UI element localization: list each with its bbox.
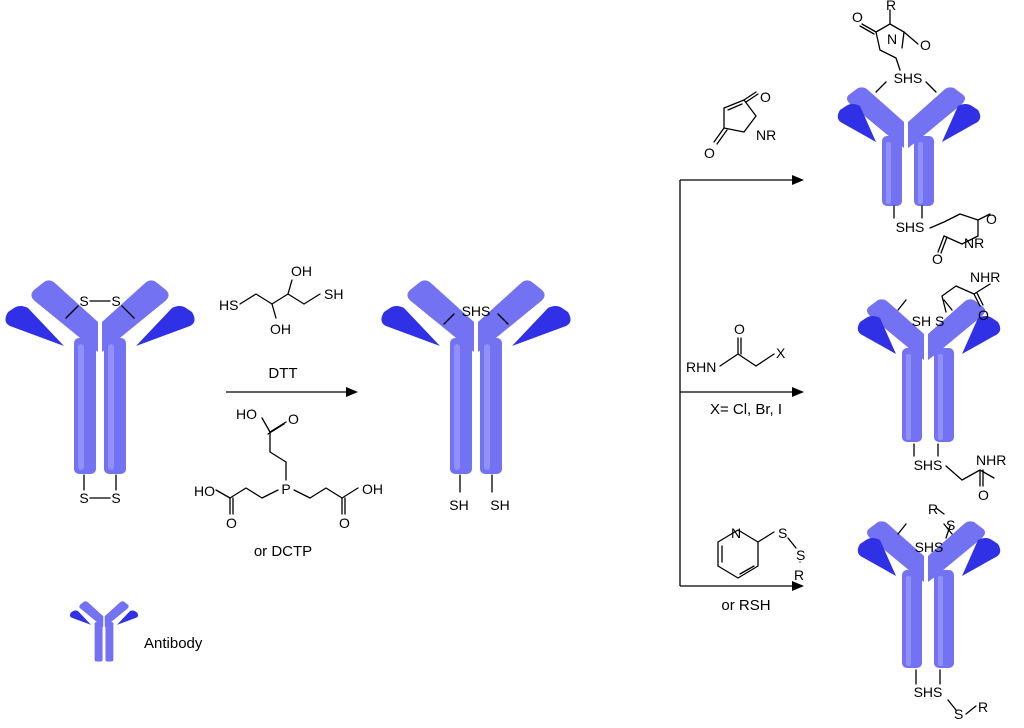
legend: Antibody bbox=[69, 601, 203, 662]
dctp-o-top: O bbox=[288, 411, 299, 427]
p2-bottom-shs: SHS bbox=[914, 457, 943, 473]
p1-top-o-left: O bbox=[852, 9, 863, 25]
ab2-bottom-sh-left: SH bbox=[449, 497, 468, 513]
pyridyl-s1: S bbox=[778, 525, 787, 541]
product-acetamide-conjugate: SH S O NHR SHS O NHR bbox=[857, 269, 1006, 503]
p1-bottom-o-top: O bbox=[986, 211, 997, 227]
ab2-bottom-sh-right: SH bbox=[490, 497, 509, 513]
haloacetamide-o: O bbox=[734, 321, 745, 337]
ab1-bottom-s-left: S bbox=[79, 490, 88, 506]
branch-arrows bbox=[679, 175, 804, 591]
reagent-pyridyl-disulfide: N S S R bbox=[717, 525, 805, 583]
maleimide-o-bottom: O bbox=[704, 145, 715, 161]
pyridyl-r: R bbox=[794, 567, 804, 583]
p2-bottom-nhr: NHR bbox=[976, 452, 1006, 468]
p2-top-sh-s: SH S bbox=[912, 313, 945, 329]
ab1-top-s-left: S bbox=[79, 293, 88, 309]
antibody-native: S S S S bbox=[5, 280, 195, 506]
reagent-maleimide: O O NR bbox=[704, 89, 776, 161]
p1-top-r: R bbox=[886, 0, 896, 13]
reaction-arrow-reduction bbox=[226, 387, 358, 397]
reagent-dtt: HS SH OH OH bbox=[219, 263, 343, 337]
p3-top-r: R bbox=[928, 501, 938, 517]
maleimide-o-top: O bbox=[760, 89, 771, 105]
dctp-label: or DCTP bbox=[254, 543, 312, 560]
ab1-right-light-chain bbox=[136, 306, 195, 346]
pyridyl-condition: or RSH bbox=[721, 597, 770, 614]
dctp-o-left: O bbox=[226, 515, 237, 531]
dtt-oh-bottom: OH bbox=[270, 321, 291, 337]
p3-bottom-s2: S bbox=[954, 706, 963, 722]
legend-antibody-label: Antibody bbox=[144, 635, 203, 652]
ab1-top-s-right: S bbox=[111, 293, 120, 309]
dtt-label: DTT bbox=[268, 365, 297, 382]
ab1-left-light-chain bbox=[5, 306, 64, 346]
dctp-o-right: O bbox=[339, 515, 350, 531]
dctp-p: P bbox=[281, 481, 290, 497]
dctp-oh-right: OH bbox=[362, 481, 383, 497]
dtt-hs-left: HS bbox=[219, 297, 238, 313]
maleimide-nr: NR bbox=[756, 127, 776, 143]
p1-top-n: N bbox=[887, 31, 897, 47]
reagent-dctp: HO O P HO O OH O bbox=[194, 406, 383, 531]
p2-top-nhr: NHR bbox=[970, 269, 1000, 285]
ab1-bottom-s-right: S bbox=[111, 490, 120, 506]
p3-top-shs: SHS bbox=[915, 539, 944, 555]
p2-bottom-o: O bbox=[978, 487, 989, 503]
pyridine-n: N bbox=[731, 525, 741, 541]
haloacetamide-condition: X= Cl, Br, I bbox=[710, 401, 782, 418]
p2-top-o: O bbox=[978, 307, 989, 323]
p1-top-shs: SHS bbox=[894, 70, 923, 86]
ab2-top-shhs: SHS bbox=[462, 303, 491, 319]
p1-top-o-right: O bbox=[920, 37, 931, 53]
ab1-right-arm bbox=[102, 280, 169, 352]
reagent-haloacetamide: RHN O X bbox=[686, 321, 786, 375]
p3-bottom-shs: SHS bbox=[914, 684, 943, 700]
dctp-oh-top: HO bbox=[236, 406, 257, 422]
product-disulfide-conjugate: SHS S R SHS S R bbox=[857, 501, 1001, 722]
pyridyl-s2: S bbox=[796, 547, 805, 563]
haloacetamide-rhn: RHN bbox=[686, 359, 716, 375]
dtt-sh-right: SH bbox=[324, 286, 343, 302]
p3-bottom-r: R bbox=[978, 699, 988, 715]
p3-top-s2: S bbox=[946, 517, 955, 533]
antibody-reduced: SHS SH SH bbox=[381, 280, 571, 513]
haloacetamide-x: X bbox=[776, 345, 786, 361]
product-maleimide-conjugate: SHS N R O O SHS O NR O bbox=[837, 0, 997, 267]
dtt-oh-top: OH bbox=[291, 263, 312, 279]
ab1-right-stem bbox=[104, 338, 126, 474]
ab1-left-arm bbox=[31, 280, 98, 352]
p1-bottom-nr: NR bbox=[964, 235, 984, 251]
p1-bottom-o-left: O bbox=[932, 251, 943, 267]
ab1-left-stem bbox=[74, 338, 96, 474]
dctp-ho-left: HO bbox=[194, 483, 215, 499]
p1-bottom-shs: SHS bbox=[896, 219, 925, 235]
